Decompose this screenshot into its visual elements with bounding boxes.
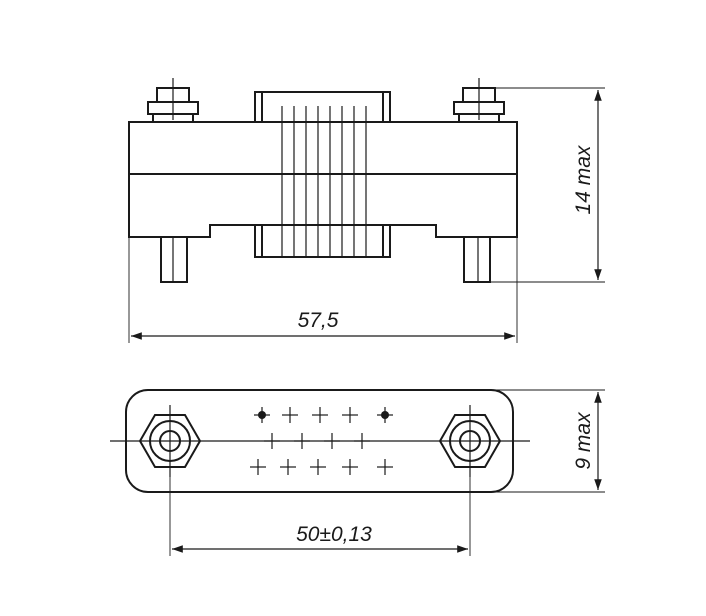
contact-position bbox=[342, 459, 358, 475]
contact-position bbox=[377, 407, 393, 423]
contact-position bbox=[254, 407, 270, 423]
contact-position bbox=[354, 433, 370, 449]
contact-pattern bbox=[250, 407, 393, 475]
dim-50-label: 50±0,13 bbox=[296, 523, 372, 546]
dim-14max-label: 14 max bbox=[572, 144, 595, 214]
right-nut bbox=[453, 78, 505, 123]
dim-9max-label: 9 max bbox=[572, 411, 595, 470]
contact-position bbox=[310, 459, 326, 475]
pins bbox=[160, 236, 491, 283]
dim-57-5-label: 57,5 bbox=[298, 309, 339, 332]
contact-position bbox=[377, 459, 393, 475]
contact-position bbox=[324, 433, 340, 449]
dim-57-5: 57,5 bbox=[128, 237, 518, 343]
contact-position bbox=[312, 407, 328, 423]
side-view: 14 max 57,5 bbox=[128, 78, 605, 343]
dim-50: 50±0,13 bbox=[169, 477, 471, 556]
left-hex-nut bbox=[138, 405, 202, 477]
contact-position bbox=[250, 459, 266, 475]
contact-position bbox=[342, 407, 358, 423]
contact-position bbox=[294, 433, 310, 449]
bottom-view: 9 max 50±0,13 bbox=[110, 389, 605, 556]
dim-9max: 9 max bbox=[490, 389, 605, 493]
contact-position bbox=[264, 433, 280, 449]
dim-14max: 14 max bbox=[486, 87, 605, 283]
contact-position bbox=[280, 459, 296, 475]
left-nut bbox=[147, 78, 199, 123]
main-body bbox=[128, 121, 518, 238]
right-hex-nut bbox=[438, 405, 502, 477]
contact-position bbox=[282, 407, 298, 423]
